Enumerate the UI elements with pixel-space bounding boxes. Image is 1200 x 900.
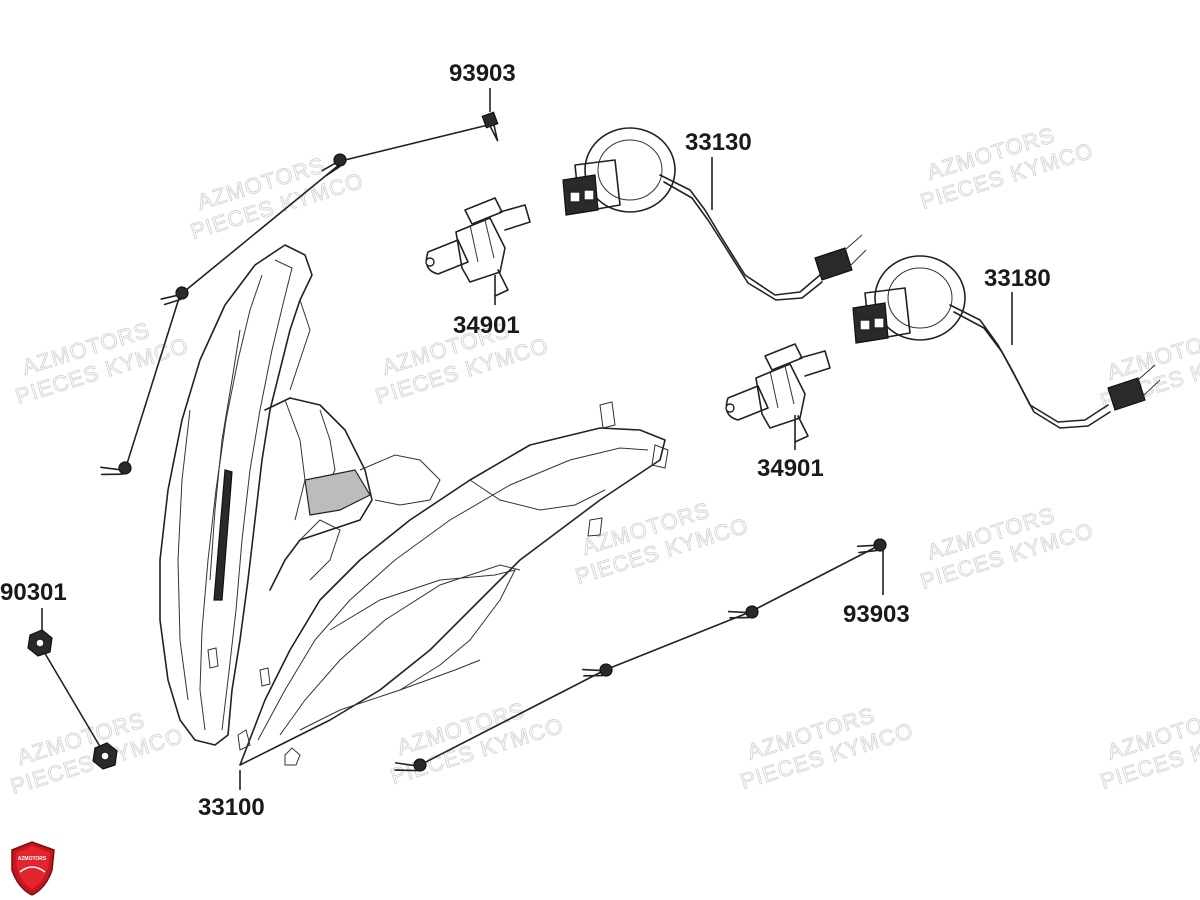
- label-headlight: 33100: [198, 794, 265, 821]
- bulb-socket-left: [562, 127, 867, 301]
- headlight-assembly: [159, 244, 669, 766]
- logo-text: AZMOTORS: [18, 856, 47, 862]
- label-bulb-socket-right: 33180: [984, 265, 1051, 292]
- label-screw-top: 93903: [449, 60, 516, 87]
- part-labels: 93903 33130 33180 34901 34901 93903 9030…: [0, 60, 1051, 821]
- bulb-lower: [725, 343, 831, 443]
- label-bulb-upper: 34901: [453, 312, 520, 339]
- label-screw-right: 93903: [843, 601, 910, 628]
- label-bulb-lower: 34901: [757, 455, 824, 482]
- label-nut: 90301: [0, 579, 67, 606]
- watermark-layer: AZMOTORS PIECES KYMCO AZMOTORS PIECES KY…: [7, 122, 1200, 800]
- screw-set-top: [100, 111, 499, 476]
- leader-lines: [41, 88, 1013, 790]
- bulb-socket-right: [852, 255, 1161, 429]
- azmotors-logo: AZMOTORS: [11, 841, 55, 896]
- bulb-upper: [425, 197, 531, 297]
- screw-set-right: [394, 538, 887, 772]
- label-bulb-socket-left: 33130: [685, 129, 752, 156]
